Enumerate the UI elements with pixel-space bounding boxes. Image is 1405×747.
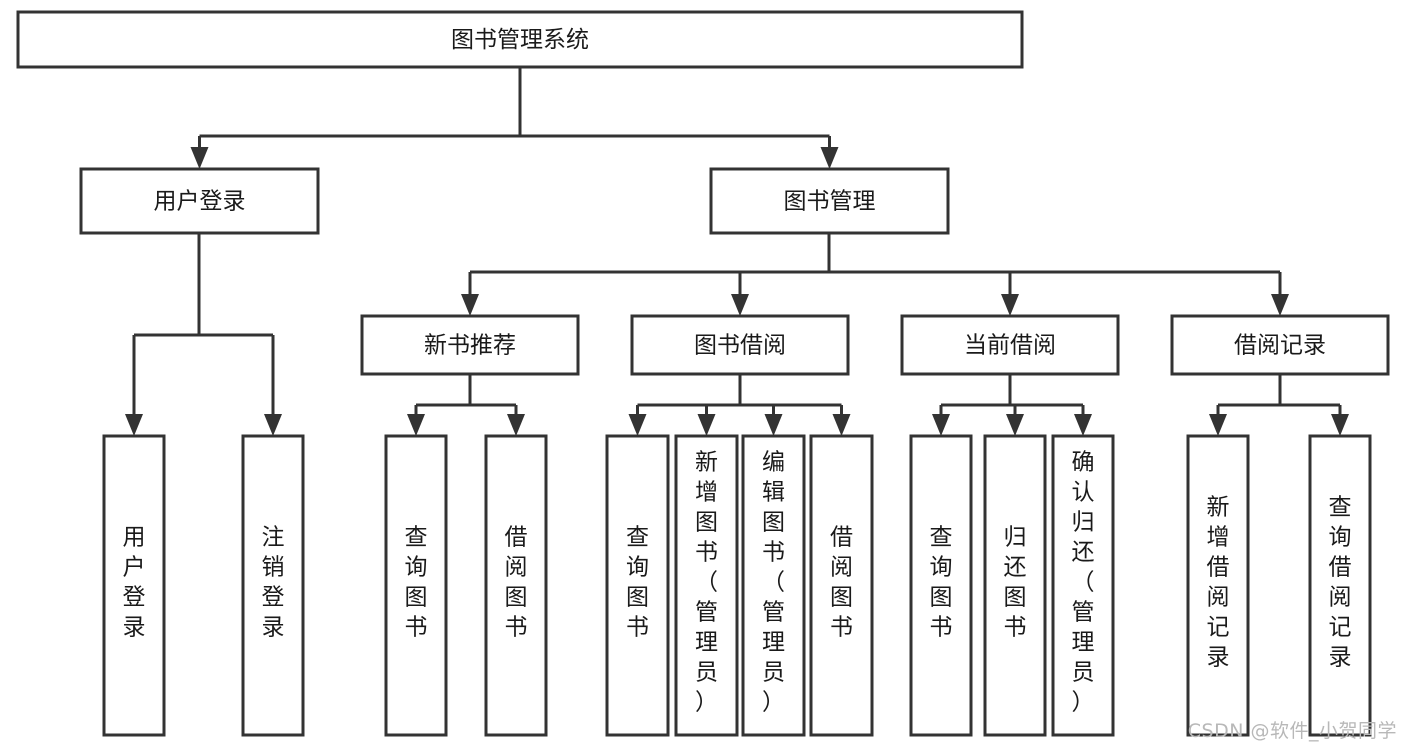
node-box [1170, 314, 1390, 376]
connector-group-当前借阅 [932, 374, 1092, 436]
node-label: 借阅记录 [1234, 333, 1326, 359]
node-level3-当前借阅[interactable]: 当前借阅 [900, 314, 1120, 376]
node-leaf-查询借阅记录[interactable]: 查询借阅记录 [1308, 434, 1372, 737]
node-box [1186, 434, 1250, 737]
arrow-head-icon [764, 414, 783, 436]
node-leaf-借阅图书[interactable]: 借阅图书 [484, 434, 548, 737]
node-box [241, 434, 305, 737]
node-level3-借阅记录[interactable]: 借阅记录 [1170, 314, 1390, 376]
arrow-head-icon [1074, 414, 1092, 436]
node-box [630, 314, 850, 376]
node-box [102, 434, 166, 737]
arrow-head-icon [628, 414, 647, 436]
node-leaf-查询图书[interactable]: 查询图书 [909, 434, 973, 737]
node-leaf-注销登录[interactable]: 注销登录 [241, 434, 305, 737]
arrow-head-icon [125, 414, 143, 436]
node-level3-新书推荐[interactable]: 新书推荐 [360, 314, 580, 376]
node-label: 借阅图书 [505, 525, 528, 641]
arrow-head-icon [507, 414, 525, 436]
node-box [1051, 434, 1115, 737]
connector-group-借阅记录 [1209, 374, 1349, 436]
node-label: 注销登录 [262, 525, 285, 641]
node-label: 查询图书 [405, 525, 428, 641]
node-box [79, 167, 320, 235]
arrow-head-icon [461, 294, 479, 316]
node-box [360, 314, 580, 376]
node-layer: 图书管理系统用户登录图书管理新书推荐图书借阅当前借阅借阅记录用户登录注销登录查询… [16, 10, 1390, 737]
node-level2-图书管理[interactable]: 图书管理 [709, 167, 950, 235]
node-leaf-确认归还管理员[interactable]: 确认归还（管理员） [1051, 434, 1115, 737]
node-leaf-归还图书[interactable]: 归还图书 [983, 434, 1047, 737]
node-label: 图书管理系统 [451, 27, 589, 53]
arrow-head-icon [407, 414, 425, 436]
arrow-head-icon [190, 147, 209, 169]
node-box [909, 434, 973, 737]
arrow-head-icon [1001, 294, 1019, 316]
node-label: 查询图书 [930, 525, 953, 641]
node-label: 图书管理 [784, 189, 876, 215]
node-leaf-新增借阅记录[interactable]: 新增借阅记录 [1186, 434, 1250, 737]
node-leaf-编辑图书管理员[interactable]: 编辑图书（管理员） [741, 434, 806, 737]
node-label: 新增借阅记录 [1207, 495, 1230, 671]
node-box [484, 434, 548, 737]
node-label: 查询图书 [626, 525, 649, 641]
node-box [674, 434, 739, 737]
node-label: 新书推荐 [424, 333, 516, 359]
node-label: 图书借阅 [694, 333, 786, 359]
node-box [605, 434, 670, 737]
arrow-head-icon [1331, 414, 1349, 436]
node-leaf-借阅图书[interactable]: 借阅图书 [809, 434, 874, 737]
node-box [809, 434, 874, 737]
node-leaf-查询图书[interactable]: 查询图书 [605, 434, 670, 737]
arrow-head-icon [1271, 294, 1289, 316]
node-box [741, 434, 806, 737]
node-label: 新增图书（管理员） [695, 450, 718, 716]
node-box [16, 10, 1024, 69]
node-box [709, 167, 950, 235]
arrow-head-icon [264, 414, 282, 436]
node-level3-图书借阅[interactable]: 图书借阅 [630, 314, 850, 376]
arrow-head-icon [1006, 414, 1024, 436]
connector-group-新书推荐 [407, 374, 525, 436]
node-box [900, 314, 1120, 376]
arrow-head-icon [932, 414, 950, 436]
node-root-图书管理系统[interactable]: 图书管理系统 [16, 10, 1024, 69]
node-label: 查询借阅记录 [1329, 495, 1352, 671]
node-box [1308, 434, 1372, 737]
arrow-head-icon [1209, 414, 1227, 436]
connector-group-用户登录 [125, 233, 282, 436]
node-label: 用户登录 [123, 525, 146, 641]
node-leaf-查询图书[interactable]: 查询图书 [384, 434, 448, 737]
connector-layer [125, 67, 1349, 436]
node-label: 当前借阅 [964, 333, 1056, 359]
connector-group-图书管理系统 [190, 67, 839, 169]
node-leaf-用户登录[interactable]: 用户登录 [102, 434, 166, 737]
node-label: 确认归还（管理员） [1072, 450, 1095, 716]
node-level2-用户登录[interactable]: 用户登录 [79, 167, 320, 235]
node-label: 编辑图书（管理员） [762, 450, 785, 716]
node-box [983, 434, 1047, 737]
connector-group-图书管理 [461, 233, 1289, 316]
node-leaf-新增图书管理员[interactable]: 新增图书（管理员） [674, 434, 739, 737]
connector-group-图书借阅 [628, 374, 851, 436]
arrow-head-icon [820, 147, 839, 169]
node-label: 归还图书 [1004, 525, 1027, 641]
arrow-head-icon [832, 414, 851, 436]
arrow-head-icon [697, 414, 716, 436]
node-label: 用户登录 [154, 189, 246, 215]
node-box [384, 434, 448, 737]
arrow-head-icon [731, 294, 749, 316]
node-label: 借阅图书 [830, 525, 853, 641]
